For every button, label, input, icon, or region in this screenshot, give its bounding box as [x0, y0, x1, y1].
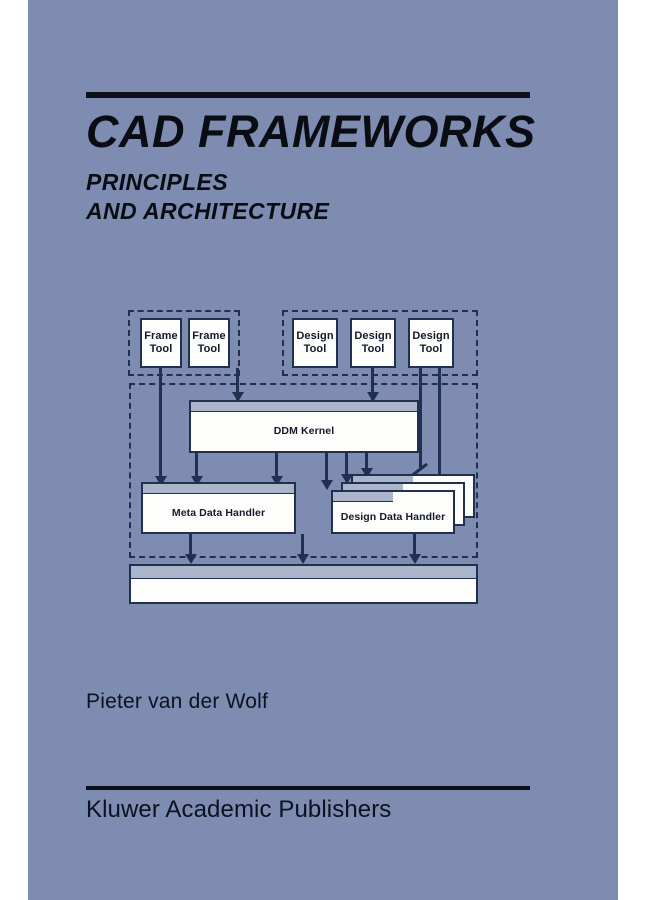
- ddm-kernel-titlebar: [191, 402, 417, 412]
- arrow-kernel-meta-2-head: [270, 476, 283, 486]
- base-layer-box: [129, 564, 478, 604]
- arrow-kernel-ddh-3-head: [360, 468, 373, 478]
- base-layer-label: [131, 579, 476, 605]
- design-tool-label-2a: Design: [354, 330, 392, 343]
- book-subtitle: PRINCIPLES AND ARCHITECTURE: [86, 168, 586, 227]
- frame-tool-box-1: Frame Tool: [140, 318, 182, 368]
- book-cover: CAD FRAMEWORKS PRINCIPLES AND ARCHITECTU…: [28, 0, 618, 900]
- design-tool-label-3a: Design: [412, 330, 450, 343]
- design-tool-box-1: Design Tool: [292, 318, 338, 368]
- arrow-mid-base-head: [296, 554, 309, 564]
- design-tool-group: [282, 310, 478, 376]
- arrow-meta-base: [189, 534, 192, 560]
- arrow-designtool2-kernel-head: [366, 392, 379, 402]
- subtitle-line-2: AND ARCHITECTURE: [86, 198, 330, 225]
- arrow-frametool2-kernel-head: [231, 392, 244, 402]
- frame-tool-label-1b: Tool: [149, 343, 173, 355]
- arrow-meta-base-head: [184, 554, 197, 564]
- arrow-kernel-ddh-3: [365, 453, 368, 474]
- arrow-frametool2-kernel: [236, 368, 239, 400]
- frame-tool-group: [128, 310, 240, 376]
- arrow-designtool2-kernel: [371, 368, 374, 400]
- ddm-kernel-label: DDM Kernel: [273, 425, 335, 438]
- ddm-kernel-box: DDM Kernel: [189, 400, 419, 453]
- arrow-kernel-ddh-2: [345, 453, 348, 480]
- ddh-front-titlebar: [333, 492, 393, 502]
- subtitle-line-1: PRINCIPLES: [86, 169, 229, 195]
- author-name: Pieter van der Wolf: [86, 690, 268, 713]
- arrow-kernel-ddh-1: [325, 453, 328, 486]
- arrow-designtool3-ddh-b: [438, 368, 441, 482]
- arrow-kernel-meta-1: [195, 453, 198, 482]
- design-tool-label-1a: Design: [296, 330, 334, 343]
- design-data-handler-label: Design Data Handler: [340, 510, 446, 523]
- meta-data-handler-box: Meta Data Handler: [141, 482, 296, 534]
- publisher-rule: [86, 786, 530, 790]
- title-rule: [86, 92, 530, 98]
- frame-tool-label-1a: Frame: [144, 330, 178, 343]
- arrow-ddh-base: [413, 534, 416, 560]
- arrow-frametool1-meta-head: [154, 476, 167, 486]
- design-tool-label-2b: Tool: [361, 343, 385, 355]
- arrow-kernel-meta-1-head: [190, 476, 203, 486]
- publisher-name: Kluwer Academic Publishers: [86, 796, 392, 823]
- frame-tool-label-2b: Tool: [197, 343, 221, 355]
- design-tool-label-1b: Tool: [303, 343, 327, 355]
- arrow-kernel-meta-2: [275, 453, 278, 482]
- arrow-frametool1-meta: [159, 368, 162, 482]
- meta-data-handler-titlebar: [143, 484, 294, 494]
- arrow-designtool3-ddh-a: [419, 368, 422, 468]
- design-data-handler-box: Design Data Handler: [331, 490, 455, 534]
- design-tool-box-3: Design Tool: [408, 318, 454, 368]
- frame-tool-label-2a: Frame: [192, 330, 226, 343]
- base-layer-titlebar: [131, 566, 476, 579]
- arrow-kernel-ddh-1-head: [320, 480, 333, 490]
- page-title: CAD FRAMEWORKS: [86, 106, 536, 157]
- arrow-mid-base: [301, 534, 304, 560]
- frame-tool-box-2: Frame Tool: [188, 318, 230, 368]
- meta-data-handler-label: Meta Data Handler: [171, 506, 266, 519]
- design-tool-label-3b: Tool: [419, 343, 443, 355]
- arrow-kernel-ddh-2-head: [340, 474, 353, 484]
- arrow-ddh-base-head: [408, 554, 421, 564]
- design-tool-box-2: Design Tool: [350, 318, 396, 368]
- architecture-diagram: Frame Tool Frame Tool Design Tool Design…: [28, 0, 618, 900]
